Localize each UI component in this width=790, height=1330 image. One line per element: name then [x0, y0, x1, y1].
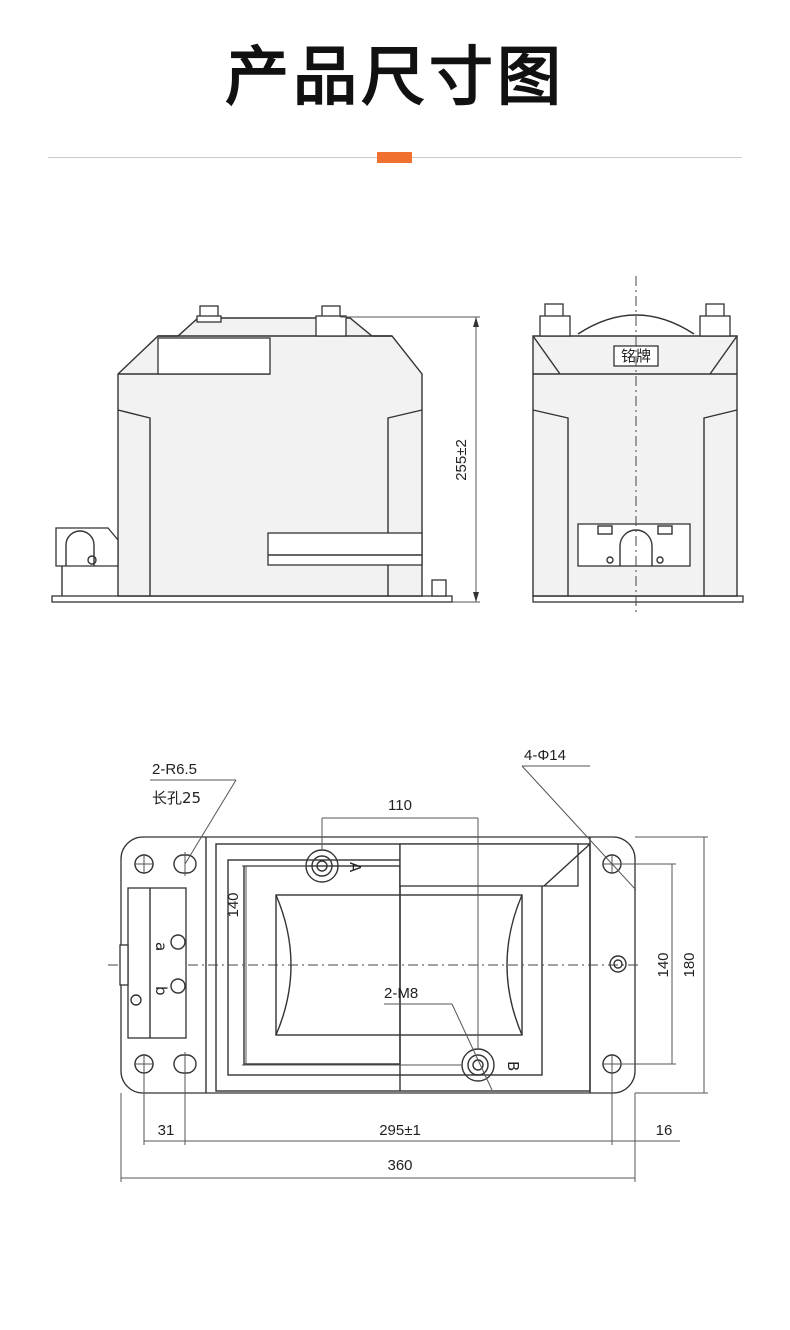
terminal-b-label: B	[504, 1061, 522, 1071]
plan-view: a b A B 110 140	[108, 747, 708, 1182]
terminal-a-label: A	[346, 862, 364, 873]
ground-terminal	[609, 955, 627, 973]
front-view: 铭牌	[532, 276, 744, 614]
slot-callout-2: 长孔25	[152, 789, 201, 807]
dim-31: 31	[158, 1122, 175, 1139]
svg-text:a: a	[152, 942, 170, 951]
dim-16: 16	[656, 1122, 673, 1139]
dim-295: 295±1	[379, 1122, 421, 1139]
svg-text:b: b	[152, 986, 170, 996]
dim-360: 360	[387, 1157, 412, 1174]
dim-140-left: 140	[225, 892, 242, 917]
side-top-panel	[157, 337, 271, 375]
side-secondary-box	[267, 532, 423, 566]
secondary-terminal-block	[127, 887, 187, 1039]
height-dimension: 255±2	[453, 439, 470, 481]
slot-callout-1: 2-R6.5	[152, 761, 197, 778]
dim-180: 180	[681, 952, 698, 977]
dim-140-right: 140	[655, 952, 672, 977]
page-title: 产品尺寸图	[225, 41, 565, 115]
side-base-plate	[51, 595, 453, 603]
side-view: 255±2	[51, 305, 480, 603]
dim-110: 110	[388, 797, 412, 814]
terminal-callout: 2-M8	[384, 985, 418, 1002]
hole-callout: 4-Φ14	[524, 747, 566, 764]
title-accent-bar	[377, 152, 412, 163]
front-base-plate	[532, 595, 744, 603]
side-terminal-box	[55, 527, 119, 567]
side-body	[117, 317, 423, 597]
